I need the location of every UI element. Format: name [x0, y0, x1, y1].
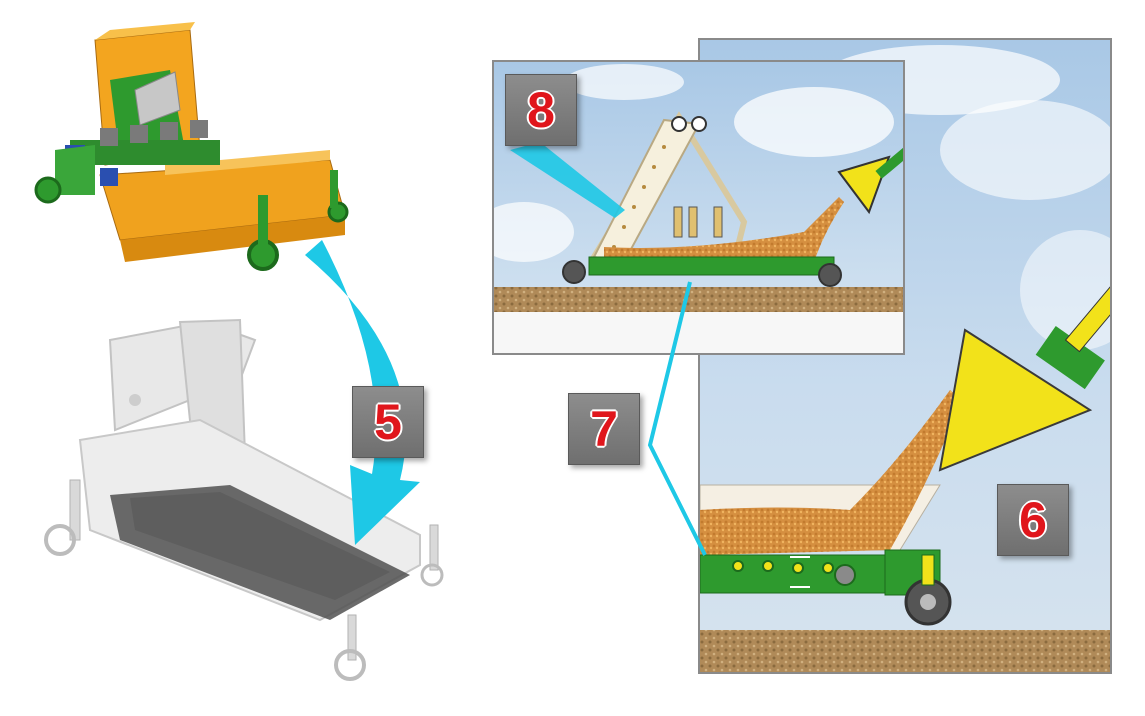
step-number-8: 8: [527, 82, 555, 138]
step-badge-5: 5: [352, 386, 424, 458]
step-badge-6: 6: [997, 484, 1069, 556]
step-number-7: 7: [590, 401, 618, 457]
step-number-5: 5: [374, 394, 402, 450]
step-badge-7: 7: [568, 393, 640, 465]
step-badge-8: 8: [505, 74, 577, 146]
machine-color: [34, 22, 349, 271]
machine-ghost: [44, 318, 444, 681]
conveyor-scene: [700, 45, 1110, 672]
step-number-6: 6: [1019, 492, 1047, 548]
